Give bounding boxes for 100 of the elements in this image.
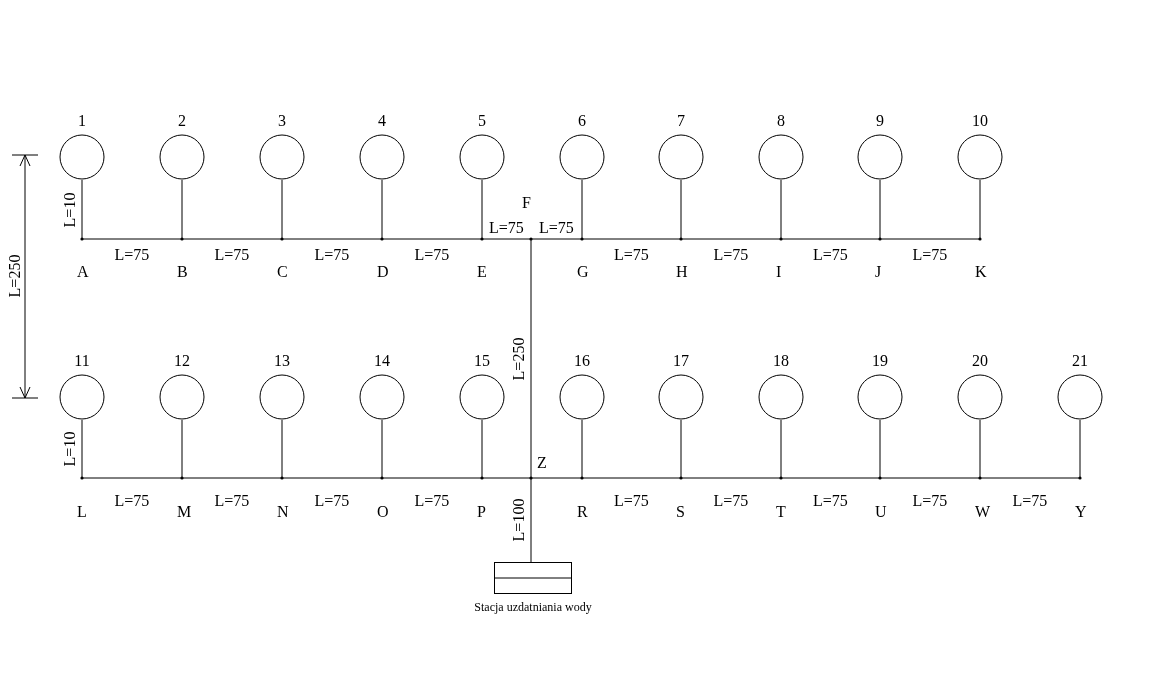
pipe-line	[530, 477, 532, 563]
well-number: 11	[73, 352, 91, 370]
pipe-line	[481, 238, 532, 240]
pipe-line	[181, 179, 183, 240]
point-label: A	[77, 263, 89, 281]
pipe-line	[481, 419, 483, 479]
well-number: 19	[871, 352, 889, 370]
point-label: R	[577, 503, 588, 521]
pipe-line	[281, 238, 383, 240]
well-number: 4	[377, 112, 387, 130]
pipe-line	[181, 477, 283, 479]
well-number: 7	[676, 112, 686, 130]
pipe-line	[680, 477, 782, 479]
point-label: Z	[537, 454, 547, 472]
length-label: L=10	[61, 191, 78, 228]
well-number: 1	[77, 112, 87, 130]
point-label: L	[77, 503, 87, 521]
pipe-line	[780, 419, 782, 479]
well-number: 3	[277, 112, 287, 130]
length-label: L=75	[911, 247, 949, 263]
pipe-line	[181, 238, 283, 240]
pipe-line	[281, 477, 383, 479]
pipe-line	[381, 419, 383, 479]
pipe-line	[181, 419, 183, 479]
well-number: 9	[875, 112, 885, 130]
pipe-line	[581, 238, 682, 240]
length-label: L=75	[213, 493, 251, 509]
well-number: 21	[1071, 352, 1089, 370]
pipe-line	[1079, 419, 1081, 479]
pipe-line	[879, 477, 981, 479]
pipe-line	[381, 238, 483, 240]
point-label: F	[522, 194, 531, 212]
point-label: S	[676, 503, 685, 521]
length-label: L=75	[413, 493, 451, 509]
length-label: L=75	[1011, 493, 1049, 509]
well-number: 10	[971, 112, 989, 130]
pipe-line	[81, 419, 83, 479]
length-label: L=75	[613, 247, 650, 263]
point-label: C	[277, 263, 288, 281]
pipe-line	[680, 238, 782, 240]
length-label: L=75	[488, 220, 525, 236]
length-label: L=75	[613, 493, 650, 509]
point-label: B	[177, 263, 188, 281]
pipe-line	[680, 419, 682, 479]
point-label: Y	[1075, 503, 1087, 521]
pipe-line	[81, 477, 183, 479]
well-number: 12	[173, 352, 191, 370]
length-label: L=75	[712, 493, 750, 509]
pipe-line	[780, 238, 881, 240]
length-label: L=250	[510, 336, 527, 381]
dimension-label: L=250	[6, 254, 23, 298]
point-label: W	[975, 503, 991, 521]
well-number: 5	[477, 112, 487, 130]
point-label: U	[875, 503, 887, 521]
well-number: 20	[971, 352, 989, 370]
station-label: Stacja uzdatniania wody	[473, 600, 593, 614]
length-label: L=75	[313, 493, 351, 509]
pipe-line	[81, 238, 183, 240]
pipe-line	[979, 419, 981, 479]
length-label: L=75	[812, 247, 849, 263]
length-label: L=75	[812, 493, 849, 509]
well-number: 15	[473, 352, 491, 370]
length-label: L=75	[712, 247, 750, 263]
pipe-line	[530, 477, 583, 479]
length-label: L=100	[510, 497, 527, 543]
pipe-line	[780, 477, 881, 479]
length-label: L=75	[113, 247, 151, 263]
point-label: H	[676, 263, 688, 281]
length-label: L=75	[313, 247, 351, 263]
well-number: 18	[772, 352, 790, 370]
point-label: K	[975, 263, 987, 281]
well-number: 16	[573, 352, 591, 370]
point-label: N	[277, 503, 289, 521]
well-number: 14	[373, 352, 391, 370]
pipe-line	[680, 179, 682, 240]
pipe-line	[979, 179, 981, 240]
pipe-line	[879, 419, 881, 479]
well-number: 13	[273, 352, 291, 370]
pipe-line	[281, 179, 283, 240]
pipe-line	[879, 179, 881, 240]
point-label: J	[875, 263, 882, 281]
pipe-line	[281, 419, 283, 479]
pipe-line	[879, 238, 981, 240]
well-number: 2	[177, 112, 187, 130]
well-number: 8	[776, 112, 786, 130]
length-label: L=75	[213, 247, 251, 263]
length-label: L=10	[61, 430, 78, 468]
point-label: G	[577, 263, 589, 281]
point-label: T	[776, 503, 786, 521]
point-label: I	[776, 263, 782, 281]
length-label: L=75	[413, 247, 451, 263]
pipe-line	[81, 179, 83, 240]
pipe-line	[381, 179, 383, 240]
point-label: E	[477, 263, 487, 281]
length-label: L=75	[538, 220, 575, 236]
point-label: O	[377, 503, 389, 521]
length-label: L=75	[911, 493, 949, 509]
pipe-line	[530, 238, 532, 479]
pipe-line	[481, 477, 532, 479]
pipe-line	[581, 477, 682, 479]
